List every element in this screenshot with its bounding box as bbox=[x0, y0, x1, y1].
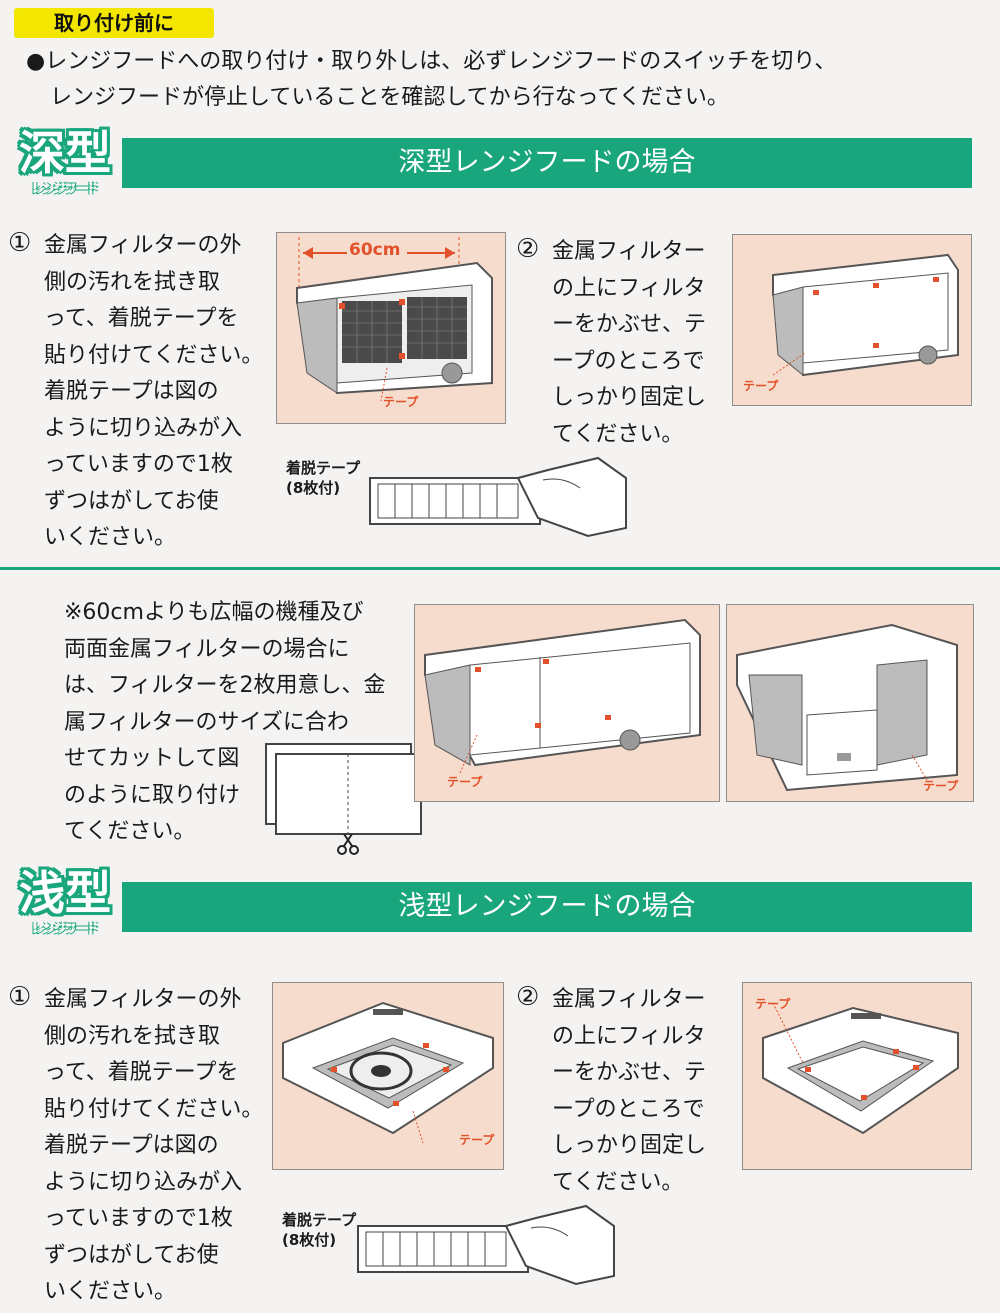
shallow-step1-number: ① bbox=[8, 982, 32, 1012]
deep-step2-tape-label: テープ bbox=[743, 379, 779, 393]
deep-hood-cover-drawing bbox=[772, 253, 959, 377]
wide-model-illustration-1: テープ bbox=[414, 604, 720, 802]
notice-line-1: ●レンジフードへの取り付け・取り外しは、必ずレンジフードのスイッチを切り、 bbox=[26, 49, 837, 74]
deep-badge-word: 深型 bbox=[19, 126, 111, 180]
deep-step1-illustration: テープ 60cm bbox=[276, 232, 506, 424]
deep-step1-text: 金属フィルターの外 側の汚れを拭き取 って、着脱テープを 貼り付けてください。 … bbox=[44, 233, 264, 550]
wide-hood-drawing bbox=[424, 618, 701, 774]
shallow-type-banner: 浅型レンジフードの場合 bbox=[122, 882, 972, 932]
shallow-step2-illustration: テープ bbox=[742, 982, 972, 1170]
deep-width-label: 60cm bbox=[349, 240, 401, 260]
shallow-badge-word: 浅型 bbox=[19, 866, 111, 920]
shallow-step2-number: ② bbox=[516, 982, 540, 1012]
deep-step1-number: ① bbox=[8, 228, 32, 258]
deep-type-badge: 深型 レンジフード bbox=[10, 118, 120, 218]
shallow-step1-tape-label: テープ bbox=[459, 1133, 495, 1147]
cut-filter-drawing bbox=[262, 736, 422, 856]
deep-step2-text: 金属フィルター の上にフィルタ ーをかぶせ、テ ープのところで しっかり固定し … bbox=[552, 239, 707, 447]
deep-badge-sub: レンジフード bbox=[32, 182, 98, 195]
double-filter-hood-drawing bbox=[736, 623, 958, 792]
deep-tape-pack-drawing bbox=[368, 448, 630, 538]
wide-model-illustration-2: テープ bbox=[726, 604, 974, 802]
deep-step2-illustration: テープ bbox=[732, 234, 972, 406]
wide-model-note: ※60cmよりも広幅の機種及び 両面金属フィルターの場合に は、フィルターを2枚… bbox=[64, 600, 386, 844]
shallow-badge-sub: レンジフード bbox=[32, 922, 98, 935]
section-divider bbox=[0, 567, 1000, 570]
shallow-type-badge: 浅型 レンジフード bbox=[10, 858, 120, 958]
tape-sheet-hand-icon bbox=[369, 456, 627, 538]
shallow-step2-tape-label: テープ bbox=[755, 997, 791, 1011]
deep-hood-filter-drawing bbox=[296, 237, 493, 402]
scissors-cut-icon bbox=[265, 743, 422, 855]
shallow-tape-pack-label: 着脱テープ (8枚付) bbox=[282, 1211, 357, 1249]
before-install-tag: 取り付け前に bbox=[14, 8, 214, 38]
shallow-hood-cover-drawing bbox=[762, 1002, 959, 1135]
shallow-step1-text: 金属フィルターの外 側の汚れを拭き取 って、着脱テープを 貼り付けてください。 … bbox=[44, 987, 264, 1304]
deep-step2-number: ② bbox=[516, 234, 540, 264]
wide-tape-label-1: テープ bbox=[447, 775, 483, 789]
wide-tape-label-2: テープ bbox=[923, 779, 959, 793]
shallow-step1-illustration: テープ bbox=[272, 982, 504, 1170]
shallow-step2-text: 金属フィルター の上にフィルタ ーをかぶせ、テ ープのところで しっかり固定し … bbox=[552, 987, 707, 1195]
shallow-tape-pack-drawing bbox=[356, 1196, 618, 1286]
shallow-hood-fan-drawing bbox=[282, 1001, 494, 1144]
notice-line-2: レンジフードが停止していることを確認してから行なってください。 bbox=[50, 85, 729, 110]
deep-type-banner: 深型レンジフードの場合 bbox=[122, 138, 972, 188]
tape-sheet-hand-icon-2 bbox=[357, 1204, 615, 1286]
deep-tape-pack-label: 着脱テープ (8枚付) bbox=[286, 459, 361, 497]
deep-step1-tape-label: テープ bbox=[383, 395, 419, 409]
